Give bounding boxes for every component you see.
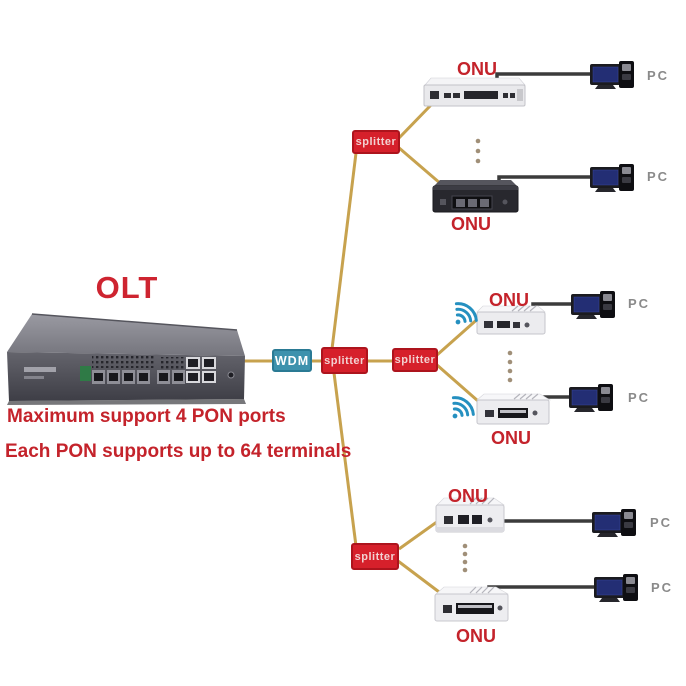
olt-green-sticker: [80, 366, 91, 381]
onu-label-5: ONU: [448, 486, 488, 506]
onu-label-3: ONU: [489, 290, 529, 310]
splitter-label: splitter: [394, 354, 436, 366]
fiber-bottom-splitter-to-onu5: [398, 517, 442, 551]
splitter-node-trunk: splitter: [321, 347, 368, 374]
pc-icon-4: [568, 383, 614, 413]
more-onus-dots-top: [475, 138, 481, 164]
wdm-label: WDM: [274, 353, 310, 368]
fiber-middle-splitter-to-onu4: [436, 363, 479, 403]
pc-label-5: PC: [650, 515, 673, 530]
olt-note-1: Maximum support 4 PON ports: [7, 406, 286, 427]
onu-label-4: ONU: [491, 428, 531, 448]
onu-device-1: [423, 77, 526, 107]
onu-device-3: [454, 302, 546, 335]
onu4-vent-hatch: [513, 393, 539, 400]
fiber-middle-splitter-to-onu3: [436, 314, 482, 357]
onu-device-6: [434, 586, 510, 622]
pc-icon-5: [591, 508, 637, 538]
more-onus-dots-middle: [507, 350, 513, 383]
splitter-label: splitter: [355, 136, 397, 148]
more-onus-dots-bottom: [462, 543, 468, 573]
wdm-node: WDM: [272, 349, 312, 372]
olt-console-port: [227, 371, 235, 379]
onu-device-4: [451, 393, 552, 425]
splitter-node-top: splitter: [352, 130, 400, 154]
olt-vent-grid-2: [160, 357, 187, 369]
fiber-top-splitter-to-onu1: [397, 102, 434, 140]
wifi-icon: [454, 302, 478, 325]
olt-vent-grid: [92, 356, 154, 368]
splitter-label: splitter: [324, 354, 365, 367]
olt-note-2: Each PON supports up to 64 terminals: [5, 441, 352, 462]
pc-label-2: PC: [647, 169, 670, 184]
pc-label-4: PC: [628, 390, 651, 405]
onu6-vent-hatch: [469, 586, 495, 594]
olt-sfp-ports: [92, 370, 185, 384]
onu3-vent-hatch: [511, 305, 537, 312]
olt-device: [7, 313, 246, 405]
onu-label-6: ONU: [456, 626, 496, 646]
olt-front-label: [24, 367, 56, 372]
pc-label-3: PC: [628, 296, 651, 311]
splitter-node-bottom: splitter: [351, 543, 399, 570]
pc-icon-1: [589, 60, 635, 90]
fiber-trunk-to-bottom-splitter: [332, 372, 358, 547]
splitter-label: splitter: [354, 550, 396, 563]
fiber-trunk-to-top-splitter: [330, 152, 358, 350]
splitter-node-middle: splitter: [392, 348, 438, 372]
olt-title: OLT: [95, 270, 159, 305]
onu-label-1: ONU: [457, 59, 497, 79]
olt-rj45-ports: [186, 357, 216, 383]
pc-label-6: PC: [651, 580, 674, 595]
pc-icon-2: [589, 163, 635, 193]
pc-label-1: PC: [647, 68, 670, 83]
onu-device-5: [435, 497, 505, 533]
pc-icon-3: [570, 290, 616, 320]
fiber-lines: [243, 102, 482, 603]
ethernet-cables: [487, 72, 596, 596]
pc-icon-6: [593, 573, 639, 603]
wifi-icon: [451, 396, 475, 419]
onu-label-2: ONU: [451, 214, 491, 234]
onu5-vent-hatch: [469, 497, 495, 505]
onu-device-2: [432, 180, 519, 213]
